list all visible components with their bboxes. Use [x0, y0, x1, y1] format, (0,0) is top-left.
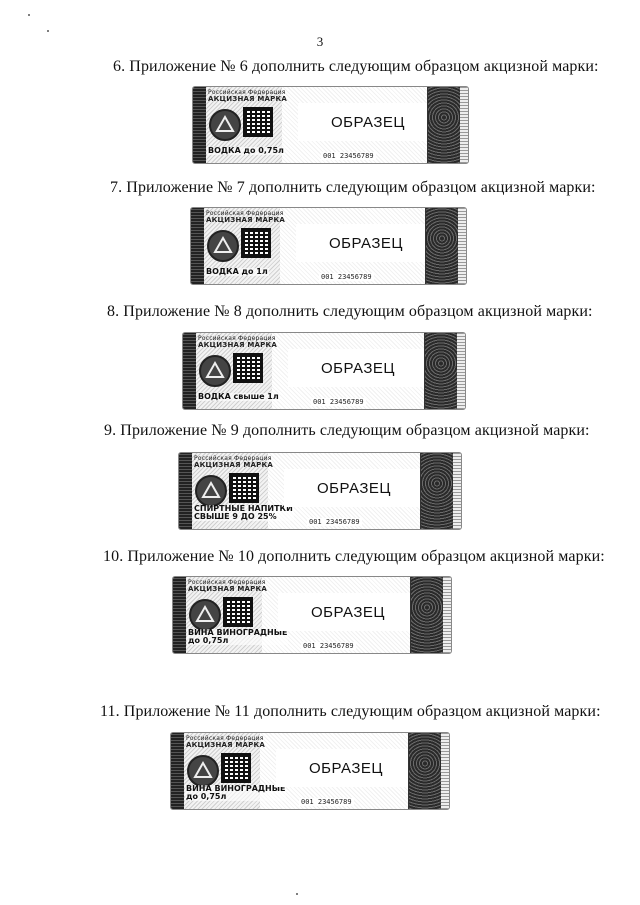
stamp-hologram-block	[427, 87, 460, 163]
emblem-icon	[187, 755, 219, 787]
emblem-icon	[199, 355, 231, 387]
datamatrix-code	[233, 353, 263, 383]
stamp-serial: 001 23456789	[311, 398, 366, 406]
stamp-product: СПИРТНЫЕ НАПИТКИ СВЫШЕ 9 ДО 25%	[193, 504, 294, 521]
emblem-icon	[195, 475, 227, 507]
stamp-left-bar	[191, 208, 204, 284]
stamp-serial: 001 23456789	[321, 152, 376, 160]
emblem-icon	[207, 230, 239, 262]
stamp-hologram-block	[425, 208, 458, 284]
stamp-sample-label: ОБРАЗЕЦ	[284, 469, 424, 507]
scan-speck	[47, 30, 49, 32]
datamatrix-code	[221, 753, 251, 783]
emblem-icon	[209, 109, 241, 141]
item-text: 11. Приложение № 11 дополнить следующим …	[100, 703, 601, 720]
page-number: 3	[316, 34, 324, 49]
stamp-right-edge	[441, 733, 449, 809]
stamp-left-bar	[193, 87, 206, 163]
datamatrix-code	[223, 597, 253, 627]
scan-speck	[296, 893, 298, 895]
stamp-serial: 001 23456789	[319, 273, 374, 281]
datamatrix-code	[241, 228, 271, 258]
stamp-sample-label: ОБРАЗЕЦ	[288, 349, 428, 387]
stamp-right-edge	[458, 208, 466, 284]
stamp-right-edge	[453, 453, 461, 529]
stamp-left-bar	[179, 453, 192, 529]
stamp-sample-label: ОБРАЗЕЦ	[296, 224, 436, 262]
stamp-right-edge	[443, 577, 451, 653]
stamp-left-bar	[183, 333, 196, 409]
stamp-product: ВОДКА до 0,75л	[207, 146, 285, 155]
stamp-product: ВОДКА свыше 1л	[197, 392, 280, 401]
stamp-hologram-block	[420, 453, 453, 529]
item-text: 9. Приложение № 9 дополнить следующим об…	[104, 422, 590, 439]
scan-speck	[28, 14, 30, 16]
stamp-sample-label: ОБРАЗЕЦ	[298, 103, 438, 141]
stamp-serial: 001 23456789	[307, 518, 362, 526]
datamatrix-code	[243, 107, 273, 137]
stamp-product: ВИНА ВИНОГРАДНЫЕ до 0,75л	[187, 628, 289, 645]
stamp-right-edge	[457, 333, 465, 409]
stamp-hologram-block	[408, 733, 441, 809]
item-text: 10. Приложение № 10 дополнить следующим …	[103, 548, 605, 565]
emblem-icon	[189, 599, 221, 631]
stamp-sample-label: ОБРАЗЕЦ	[278, 593, 418, 631]
stamp-right-edge	[460, 87, 468, 163]
item-text: 6. Приложение № 6 дополнить следующим об…	[113, 58, 599, 75]
stamp-left-bar	[171, 733, 184, 809]
stamp-product: ВОДКА до 1л	[205, 267, 269, 276]
stamp-serial: 001 23456789	[301, 642, 356, 650]
stamp-sample-label: ОБРАЗЕЦ	[276, 749, 416, 787]
stamp-left-bar	[173, 577, 186, 653]
stamp-hologram-block	[424, 333, 457, 409]
stamp-hologram-block	[410, 577, 443, 653]
item-text: 8. Приложение № 8 дополнить следующим об…	[107, 303, 593, 320]
stamp-product: ВИНА ВИНОГРАДНЫЕ до 0,75л	[185, 784, 287, 801]
item-text: 7. Приложение № 7 дополнить следующим об…	[110, 179, 596, 196]
stamp-serial: 001 23456789	[299, 798, 354, 806]
datamatrix-code	[229, 473, 259, 503]
